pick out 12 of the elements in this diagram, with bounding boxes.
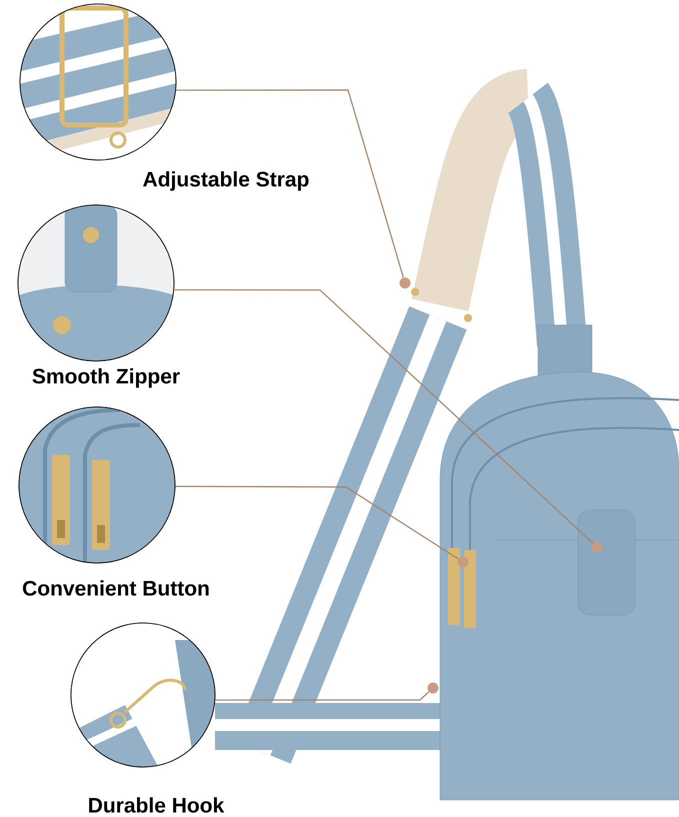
leader-line xyxy=(215,691,430,701)
leader-line xyxy=(175,486,459,560)
leader-line xyxy=(174,289,594,544)
marker-dot xyxy=(592,542,602,552)
leader-line xyxy=(176,89,404,278)
feature-label: Convenient Button xyxy=(22,580,209,596)
feature-label: Durable Hook xyxy=(89,797,224,813)
marker-dot xyxy=(458,556,468,568)
feature-label: Adjustable Strap xyxy=(143,171,309,191)
marker-dot xyxy=(400,278,410,288)
feature-label: Smooth Zipper xyxy=(32,368,180,388)
marker-dot xyxy=(428,682,438,694)
